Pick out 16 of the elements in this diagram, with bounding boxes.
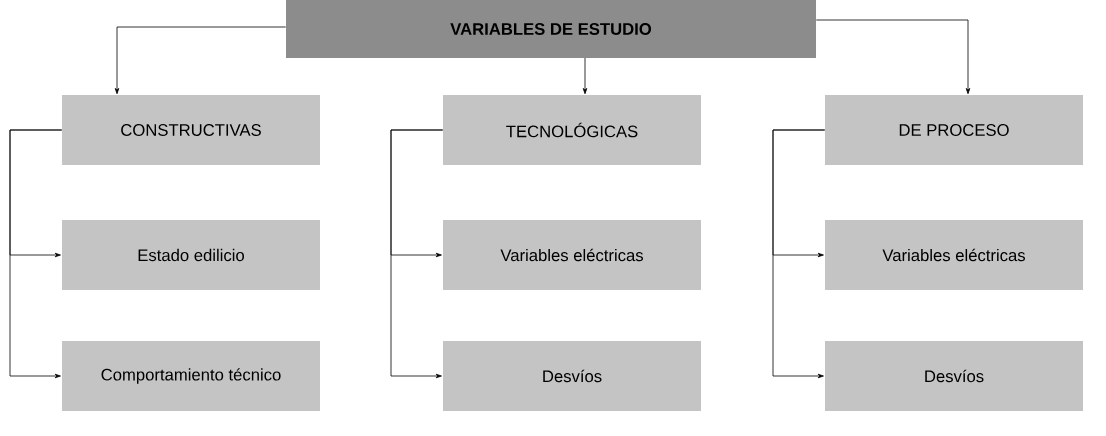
title-box: VARIABLES DE ESTUDIO <box>286 0 816 58</box>
category-box: Variables eléctricas <box>825 220 1083 290</box>
category-box: Desvíos <box>443 341 701 411</box>
arrow <box>582 57 588 95</box>
category-box: Variables eléctricas <box>443 220 701 290</box>
arrow <box>390 129 444 379</box>
arrow <box>772 129 826 379</box>
arrow <box>9 129 63 379</box>
category-box: TECNOLÓGICAS <box>443 95 701 165</box>
category-box: DE PROCESO <box>825 95 1083 165</box>
category-box: Desvíos <box>825 341 1083 411</box>
category-box: CONSTRUCTIVAS <box>62 95 320 165</box>
arrow <box>815 19 971 95</box>
arrow <box>114 26 287 95</box>
category-box: Estado edilicio <box>62 220 320 290</box>
category-box: Comportamiento técnico <box>62 341 320 411</box>
